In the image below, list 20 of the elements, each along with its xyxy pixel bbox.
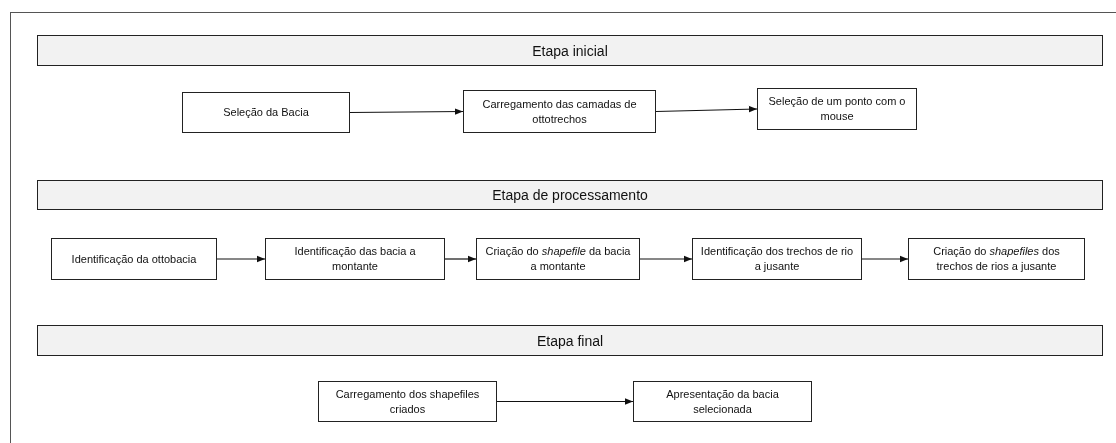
arrow xyxy=(861,255,909,263)
arrow xyxy=(216,255,266,263)
process-box: Apresentação da bacia selecionada xyxy=(633,381,812,422)
process-box: Carregamento das camadas de ottotrechos xyxy=(463,90,656,133)
process-box: Seleção da Bacia xyxy=(182,92,350,133)
arrow xyxy=(639,255,693,263)
process-box: Identificação da ottobacia xyxy=(51,238,217,280)
arrow xyxy=(444,255,477,263)
arrow xyxy=(655,105,758,113)
stage-header-band: Etapa inicial xyxy=(37,35,1103,66)
process-box: Criação do shapefiles dos trechos de rios a jusante xyxy=(908,238,1085,280)
process-box: Identificação das bacia a montante xyxy=(265,238,445,280)
arrow xyxy=(496,398,634,405)
process-box: Carregamento dos shapefiles criados xyxy=(318,381,497,422)
process-box: Identificação dos trechos de rio a jusante xyxy=(692,238,862,280)
stage-header-band: Etapa de processamento xyxy=(37,180,1103,210)
process-box: Seleção de um ponto com o mouse xyxy=(757,88,917,130)
process-box: Criação do shapefile da bacia a montante xyxy=(476,238,640,280)
arrow xyxy=(349,108,464,115)
stage-header-band: Etapa final xyxy=(37,325,1103,356)
